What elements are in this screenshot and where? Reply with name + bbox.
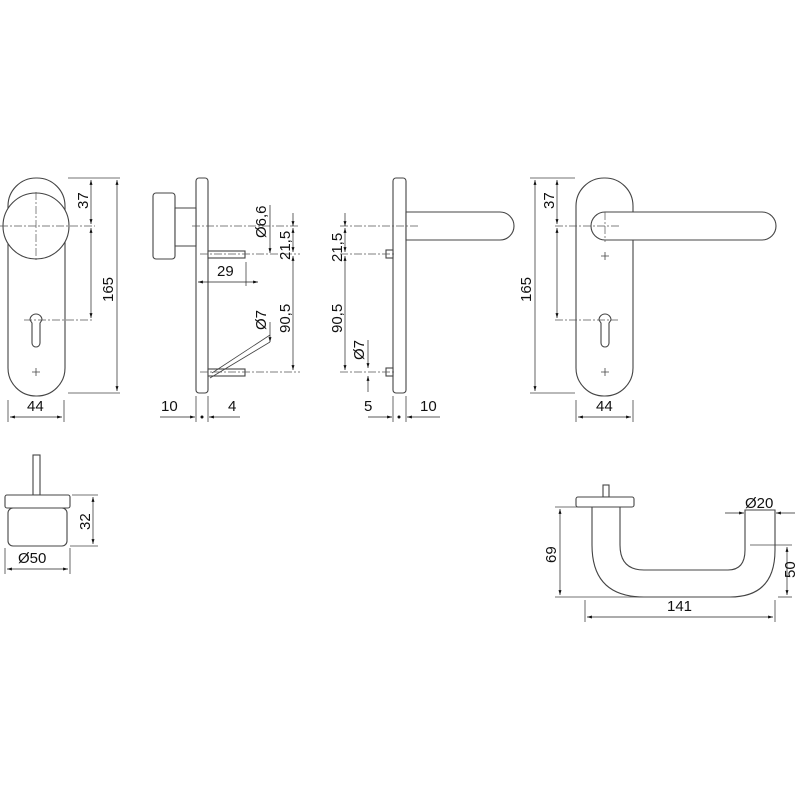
dim-69: 69 [543, 546, 560, 563]
lever-side [405, 211, 515, 241]
dim-5: 5 [364, 398, 372, 415]
dim-50: 50 [782, 561, 799, 578]
knob-top-view: 32 Ø50 [4, 454, 98, 574]
lever-side-view: 21,5 90,5 Ø7 5 10 [329, 177, 515, 422]
dim-44: 44 [596, 398, 613, 415]
dim-37: 37 [541, 192, 558, 209]
dim-dia-50: Ø50 [18, 550, 46, 567]
dim-165: 165 [100, 277, 117, 302]
dim-10: 10 [420, 398, 437, 415]
dim-90-5: 90,5 [277, 304, 294, 333]
dim-32: 32 [77, 513, 94, 530]
spindle-pin [207, 250, 246, 259]
knob-plate-front-view: 37 165 44 [0, 177, 120, 422]
rose [575, 496, 635, 508]
dim-21-5: 21,5 [329, 233, 346, 262]
dim-37: 37 [75, 192, 92, 209]
dim-165: 165 [518, 277, 535, 302]
lever-u-shape [591, 506, 776, 598]
dim-90-5: 90,5 [329, 304, 346, 333]
backplate-outline [575, 177, 634, 397]
spindle [602, 484, 610, 498]
dim-dia-7: Ø7 [253, 310, 270, 330]
dim-4: 4 [228, 398, 236, 415]
keyhole-cutout [29, 313, 43, 348]
dim-dia-6-6: Ø6,6 [253, 205, 270, 238]
dim-10: 10 [161, 398, 178, 415]
plate-side [195, 177, 209, 394]
lever-plate-front-view: 37 165 44 [518, 177, 777, 422]
dim-dia-7: Ø7 [351, 340, 368, 360]
keyhole-cutout [598, 313, 612, 348]
knob-body [7, 507, 68, 547]
dim-21-5: 21,5 [277, 231, 294, 260]
spindle [32, 454, 41, 496]
dim-29: 29 [217, 263, 234, 280]
knob-side [152, 192, 176, 260]
dim-141: 141 [667, 598, 692, 615]
screw-mark [32, 368, 40, 376]
screw-marks [601, 252, 609, 376]
dim-dia-20: Ø20 [745, 495, 773, 512]
rose [4, 494, 71, 509]
knob-side-view: Ø6,6 21,5 90,5 Ø7 29 10 4 [152, 177, 300, 422]
fixing-pin [207, 368, 246, 377]
plate-side [392, 177, 407, 394]
lever-top-view: 69 141 50 Ø20 [543, 484, 799, 622]
dim-44: 44 [27, 398, 44, 415]
lever-handle [590, 211, 777, 241]
